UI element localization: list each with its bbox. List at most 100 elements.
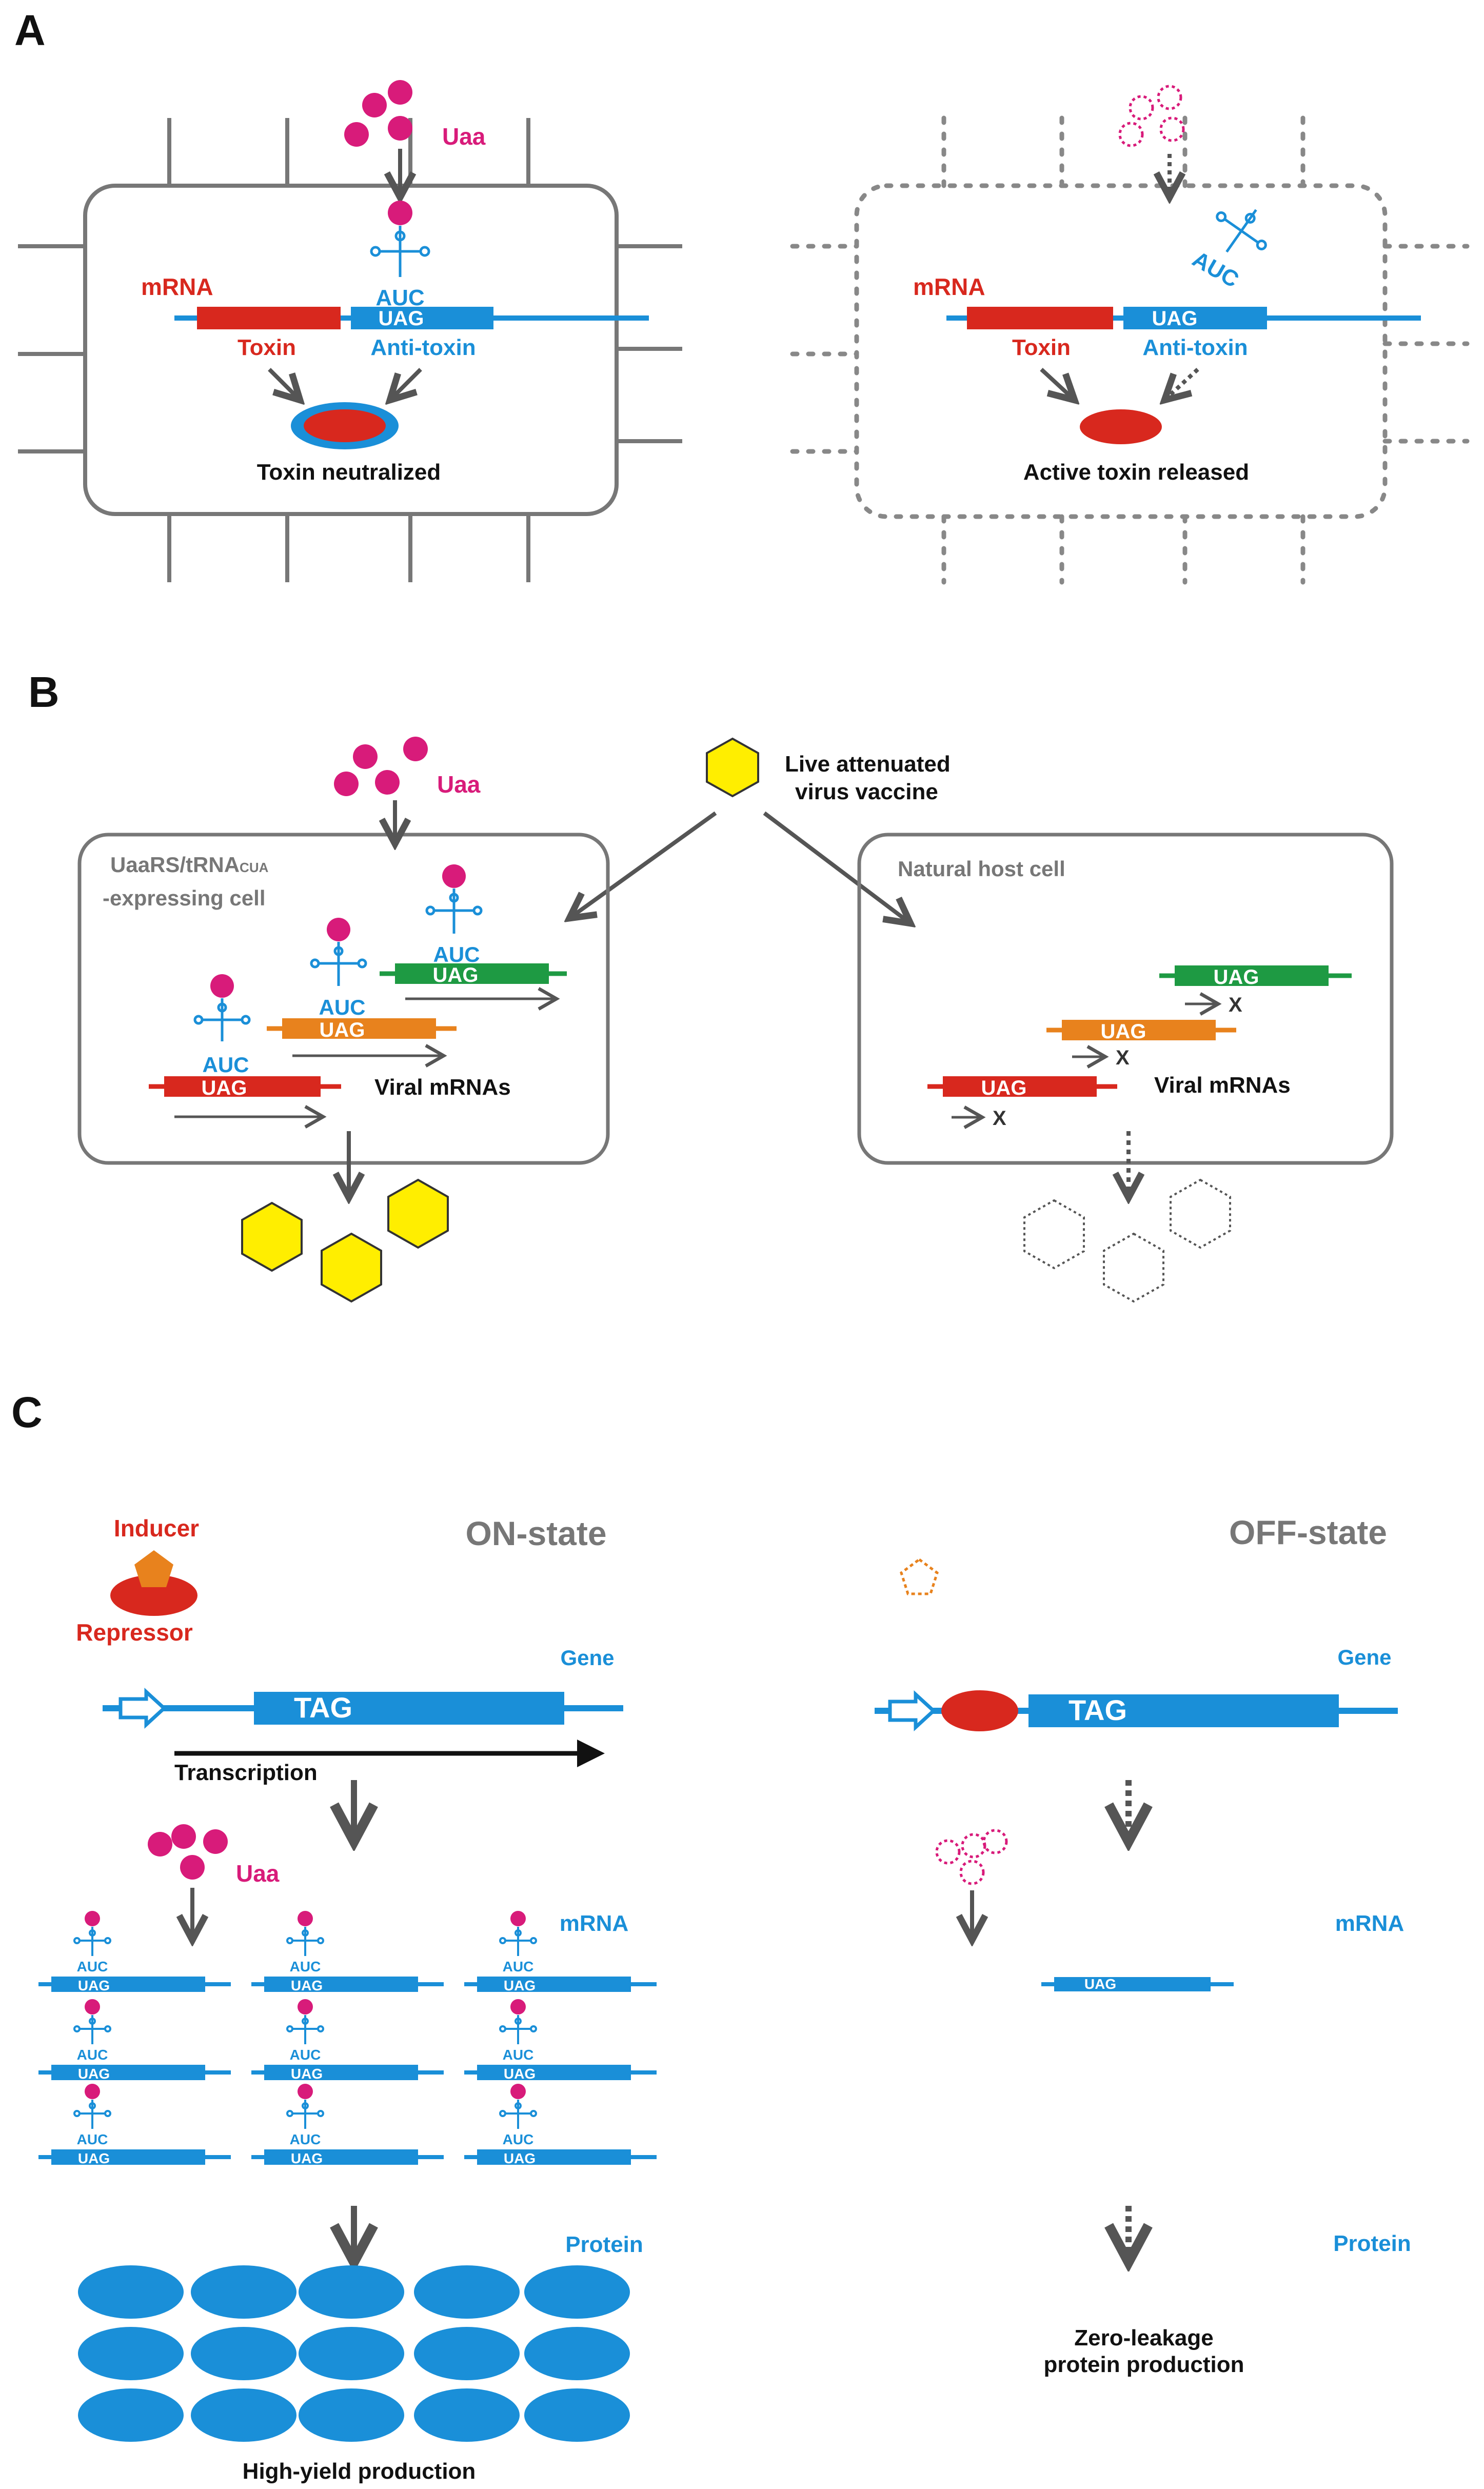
toxin-arrow (1040, 368, 1075, 400)
inducer-pentagon (134, 1550, 173, 1587)
absent-uaa (1118, 85, 1185, 147)
trna-icon (499, 2015, 537, 2044)
surface-spikes (18, 118, 682, 582)
protein-molecule (78, 2265, 184, 2319)
active-toxin-label: Active toxin released (1023, 460, 1249, 485)
free-trna-icon (1216, 209, 1267, 253)
protein-label: Protein (1333, 2231, 1411, 2256)
dotted-antitoxin-arrow (1164, 368, 1199, 400)
trna-icon (286, 1927, 324, 1956)
trna-icon (370, 226, 430, 277)
green-stop: X (1229, 994, 1242, 1016)
trna-icon (73, 2015, 111, 2044)
absent-uaa (935, 1829, 1008, 1885)
anticodon-label: AUC (375, 285, 424, 310)
trna-red: AUC (193, 974, 251, 1077)
panel-a: A Uaa AUC mRNA (14, 6, 1470, 585)
codon-label: UAG (291, 2150, 323, 2166)
mrna-label: mRNA (141, 273, 213, 300)
panel-c: C Inducer Repressor ON-state Gene TAG Tr… (11, 1388, 1411, 2484)
zero-leakage-line1: Zero-leakage (1074, 2325, 1213, 2350)
codon-label: UAG (504, 2066, 536, 2082)
gene-label: Gene (1337, 1645, 1391, 1669)
tag-gene (1028, 1694, 1339, 1727)
codon-label: UAG (379, 307, 424, 330)
anticodon-label: AUC (433, 942, 480, 966)
codon-label: UAG (78, 2150, 110, 2166)
uaa-molecules (344, 80, 412, 147)
promoter-arrow-icon (118, 1688, 167, 1729)
red-mrna (943, 1076, 1097, 1097)
red-stop: X (993, 1107, 1006, 1130)
trna-icon (499, 1927, 537, 1956)
vaccine-to-host-cell-arrow (763, 811, 911, 923)
anticodon-label: AUC (503, 1959, 534, 1974)
trna-icon (286, 2100, 324, 2129)
panel-a-label: A (14, 6, 46, 54)
codon-label: UAG (291, 1978, 323, 1993)
uaa-label: Uaa (236, 1860, 280, 1887)
charged-uaa (388, 201, 412, 225)
anticodon-label: AUC (77, 1959, 108, 1974)
uaa-molecules (148, 1824, 228, 1880)
protein-molecule (414, 2265, 520, 2319)
active-toxin (1080, 409, 1162, 444)
codon-label: UAG (291, 2066, 323, 2082)
red-codon: UAG (981, 1077, 1027, 1099)
orange-stop: X (1116, 1046, 1130, 1069)
protein-molecule (299, 2327, 404, 2380)
vaccine-hexagon (706, 737, 759, 798)
uaa-label: Uaa (437, 771, 481, 798)
anticodon-label: AUC (503, 2047, 534, 2063)
codon-label: UAG (1152, 307, 1198, 330)
truncated-mrna (1054, 1977, 1211, 1991)
antitoxin-arrow (390, 368, 422, 400)
protein-molecule (414, 2388, 520, 2442)
protein-label: Protein (565, 2232, 643, 2257)
trna-icon (286, 2015, 324, 2044)
tag-label: TAG (294, 1691, 352, 1724)
panel-b-left-cell: Uaa UaaRS/tRNACUA -expressing cell AUC A… (77, 737, 610, 1303)
host-cell-membrane (857, 833, 1394, 1165)
protein-molecule (299, 2388, 404, 2442)
repressor-label: Repressor (76, 1619, 193, 1646)
mrna-unit: UAG AUC (464, 1999, 657, 2082)
zero-leakage-line2: protein production (1043, 2352, 1244, 2377)
trna-icon (73, 1927, 111, 1956)
off-state: OFF-state Gene TAG mRNA UAG Protein Zero… (875, 1513, 1411, 2377)
protein-molecule (191, 2265, 296, 2319)
protein-molecule (78, 2327, 184, 2380)
protein-molecule (299, 2265, 404, 2319)
antitoxin-label: Anti-toxin (370, 335, 476, 360)
antitoxin-gene (1123, 307, 1267, 329)
off-state-label: OFF-state (1229, 1513, 1387, 1551)
protein-molecule (524, 2388, 630, 2442)
green-codon: UAG (433, 964, 479, 986)
mrna-label: mRNA (1335, 1911, 1404, 1936)
mrna-label: mRNA (913, 273, 985, 300)
anticodon-label: AUC (319, 995, 366, 1019)
vaccine-to-expressing-cell-arrow (569, 811, 717, 918)
repressor-shape (110, 1575, 197, 1616)
host-cell-label: Natural host cell (898, 857, 1065, 881)
bound-repressor (941, 1690, 1018, 1731)
viral-mrnas-label: Viral mRNAs (374, 1075, 511, 1100)
trna-icon (499, 2100, 537, 2129)
uaa-molecules (334, 737, 428, 796)
orange-mrna (1062, 1020, 1216, 1040)
toxin-gene (967, 307, 1113, 329)
protein-molecule (524, 2327, 630, 2380)
codon-label: UAG (504, 2150, 536, 2166)
panel-a-right-cell: AUC mRNA UAG Toxin Anti-toxin Active tox… (790, 85, 1470, 585)
absent-virions (1023, 1178, 1231, 1303)
codon-label: UAG (504, 1978, 536, 1993)
trna-green: AUC (425, 864, 483, 966)
antitoxin-label: Anti-toxin (1142, 335, 1248, 360)
gene-label: Gene (560, 1646, 614, 1670)
viral-mrnas-label: Viral mRNAs (1154, 1073, 1291, 1098)
